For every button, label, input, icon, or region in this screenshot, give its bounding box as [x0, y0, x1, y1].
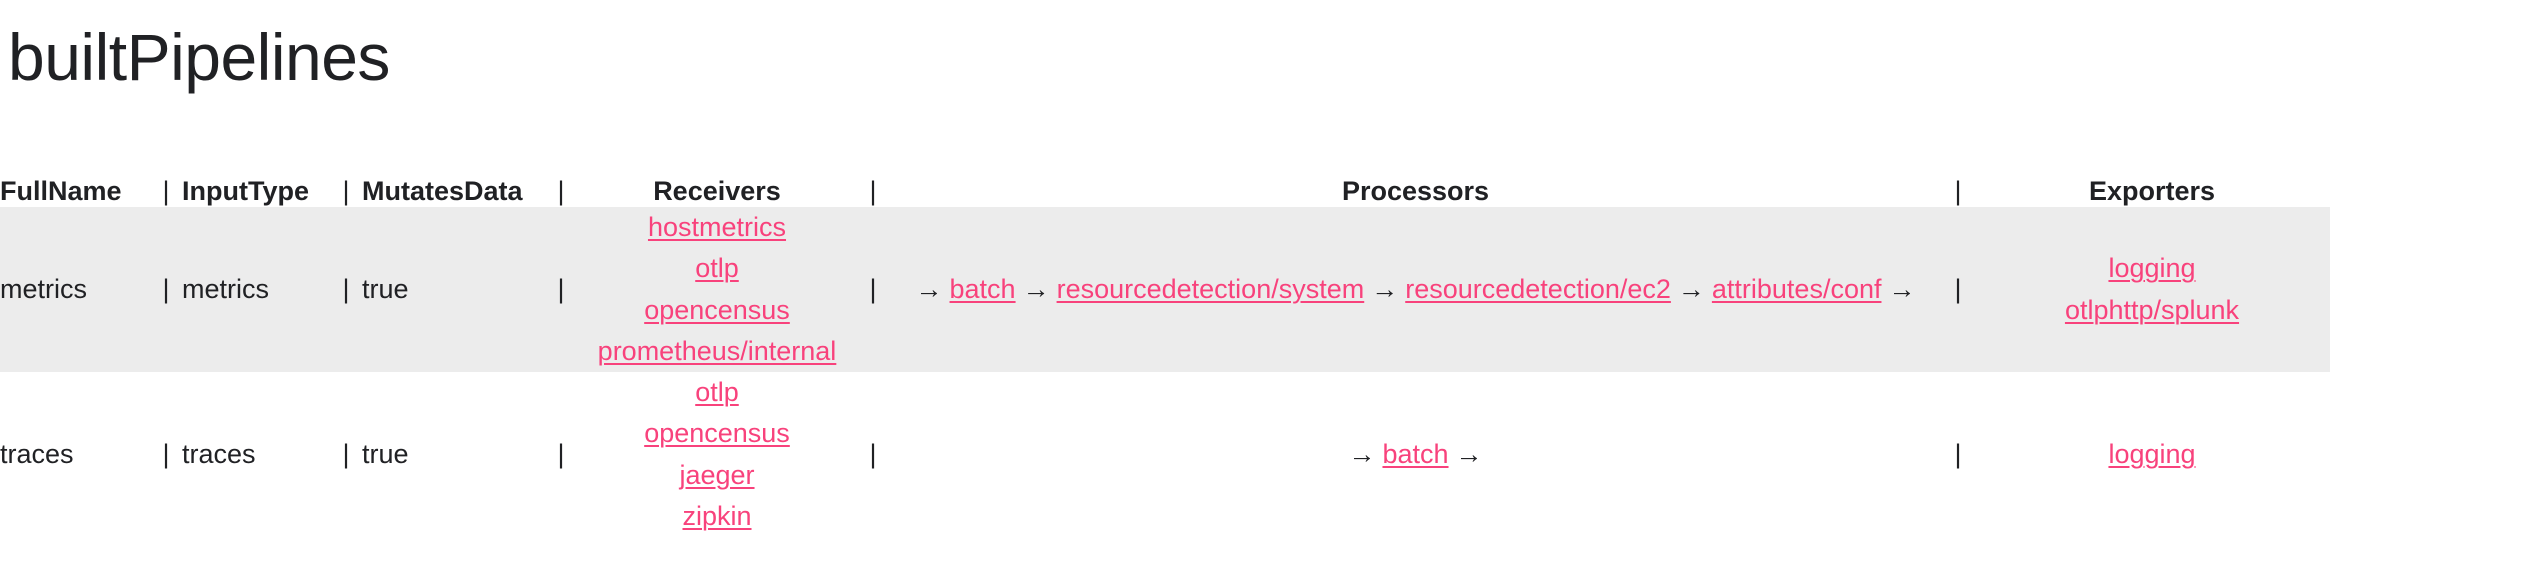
- list-item: opencensus: [577, 413, 857, 454]
- component-link[interactable]: prometheus/internal: [597, 335, 837, 366]
- column-header-receivers: Receivers: [653, 176, 781, 206]
- list-item: jaeger: [577, 455, 857, 496]
- list-item: otlp: [577, 248, 857, 289]
- column-separator: |: [557, 439, 565, 470]
- list-item: logging: [1974, 434, 2330, 475]
- cell-mutatesdata: true: [362, 274, 409, 305]
- component-link[interactable]: logging: [2108, 253, 2196, 284]
- column-separator: |: [162, 274, 170, 305]
- column-separator: |: [557, 176, 565, 206]
- column-separator: |: [342, 274, 350, 305]
- column-separator: |: [1954, 439, 1962, 470]
- column-separator: |: [1954, 176, 1962, 206]
- cell-fullname: traces: [0, 439, 74, 470]
- column-separator: |: [1954, 274, 1962, 305]
- processor-link[interactable]: attributes/conf: [1711, 274, 1882, 305]
- built-pipelines-table: FullName | InputType | MutatesData | Rec…: [0, 176, 2330, 538]
- column-separator: |: [557, 274, 565, 305]
- processor-link[interactable]: resourcedetection/system: [1056, 274, 1365, 305]
- receiver-list: otlp opencensus jaeger zipkin: [577, 372, 857, 537]
- component-link[interactable]: jaeger: [679, 459, 755, 490]
- processor-link[interactable]: resourcedetection/ec2: [1405, 274, 1671, 305]
- column-separator: |: [162, 439, 170, 470]
- list-item: opencensus: [577, 290, 857, 331]
- column-separator: |: [869, 274, 877, 305]
- column-header-inputtype: InputType: [182, 176, 309, 206]
- cell-exporters: logging otlphttp/splunk: [1974, 207, 2330, 372]
- table-header-row: FullName | InputType | MutatesData | Rec…: [0, 176, 2330, 207]
- component-link[interactable]: hostmetrics: [647, 212, 787, 242]
- page-title: builtPipelines: [8, 20, 390, 94]
- arrow-icon: →: [1888, 274, 1916, 305]
- list-item: otlp: [577, 372, 857, 413]
- cell-inputtype: metrics: [182, 274, 269, 305]
- exporter-list: logging: [1974, 434, 2330, 475]
- column-separator: |: [342, 439, 350, 470]
- list-item: logging: [1974, 248, 2330, 289]
- arrow-icon: →: [1371, 274, 1399, 305]
- cell-processors: →batch→: [889, 372, 1942, 537]
- arrow-icon: →: [1677, 274, 1705, 305]
- processor-link[interactable]: batch: [949, 274, 1016, 305]
- column-separator: |: [869, 176, 877, 206]
- component-link[interactable]: opencensus: [644, 418, 790, 449]
- processor-chain: →batch→resourcedetection/system→resource…: [909, 274, 1923, 304]
- component-link[interactable]: otlp: [695, 253, 739, 284]
- receiver-list: hostmetrics otlp opencensus prometheus/inte…: [577, 207, 857, 372]
- arrow-icon: →: [1022, 274, 1050, 305]
- cell-mutatesdata: true: [362, 439, 409, 470]
- list-item: otlphttp/splunk: [1974, 290, 2330, 331]
- column-header-exporters: Exporters: [2088, 176, 2216, 206]
- cell-exporters: logging: [1974, 372, 2330, 537]
- column-header-fullname: FullName: [0, 176, 122, 206]
- component-link[interactable]: logging: [2108, 439, 2196, 470]
- column-separator: |: [869, 439, 877, 470]
- cell-receivers: hostmetrics otlp opencensus prometheus/inte…: [577, 207, 857, 372]
- column-header-processors: Processors: [1341, 176, 1490, 206]
- component-link[interactable]: zipkin: [682, 501, 752, 532]
- cell-receivers: otlp opencensus jaeger zipkin: [577, 372, 857, 537]
- arrow-icon: →: [1455, 439, 1483, 470]
- table-row: traces | traces | true | otlp opencensus j…: [0, 372, 2330, 538]
- table-row: metrics | metrics | true | hostmetrics ot…: [0, 207, 2330, 373]
- arrow-icon: →: [1348, 439, 1376, 470]
- cell-processors: →batch→resourcedetection/system→resource…: [889, 207, 1942, 372]
- component-link[interactable]: otlp: [695, 377, 739, 408]
- arrow-icon: →: [915, 274, 943, 305]
- exporter-list: logging otlphttp/splunk: [1974, 248, 2330, 331]
- column-separator: |: [342, 176, 350, 206]
- column-header-mutatesdata: MutatesData: [362, 176, 523, 206]
- table-header: FullName | InputType | MutatesData | Rec…: [0, 176, 2330, 207]
- component-link[interactable]: otlphttp/splunk: [2064, 294, 2240, 325]
- column-separator: |: [162, 176, 170, 206]
- processor-chain: →batch→: [1341, 439, 1489, 469]
- list-item: zipkin: [577, 496, 857, 537]
- cell-inputtype: traces: [182, 439, 256, 470]
- list-item: hostmetrics: [577, 207, 857, 248]
- table-body: metrics | metrics | true | hostmetrics ot…: [0, 207, 2330, 538]
- list-item: prometheus/internal: [577, 331, 857, 372]
- processor-link[interactable]: batch: [1382, 439, 1449, 470]
- cell-fullname: metrics: [0, 274, 87, 305]
- component-link[interactable]: opencensus: [644, 294, 790, 325]
